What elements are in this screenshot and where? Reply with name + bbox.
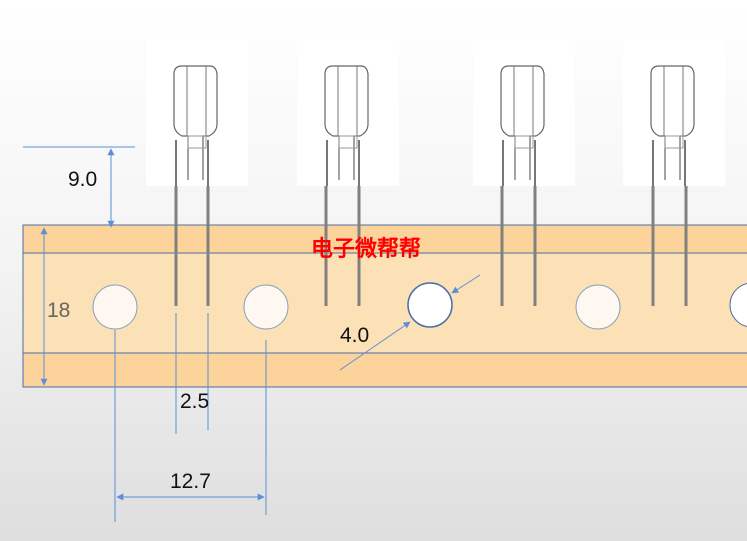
dim-lead-height: 9.0 (68, 168, 97, 191)
dim-lead-spacing: 2.5 (180, 390, 209, 413)
dim-hole-pitch: 12.7 (170, 470, 211, 493)
dim-tape-width: 18 (47, 299, 70, 322)
capacitor (622, 39, 726, 306)
sprocket-hole (243, 284, 289, 330)
sprocket-hole (729, 283, 747, 327)
watermark-text: 电子微帮帮 (311, 236, 421, 262)
dimension-lines (23, 146, 481, 522)
sprocket-hole-highlighted (407, 282, 453, 328)
carrier-tape (22, 224, 747, 388)
capacitor (296, 39, 400, 306)
capacitor (472, 39, 576, 306)
capacitor (145, 39, 249, 306)
dim-hole-diameter: 4.0 (340, 324, 369, 347)
sprocket-hole (92, 284, 138, 330)
sprocket-hole (575, 284, 621, 330)
